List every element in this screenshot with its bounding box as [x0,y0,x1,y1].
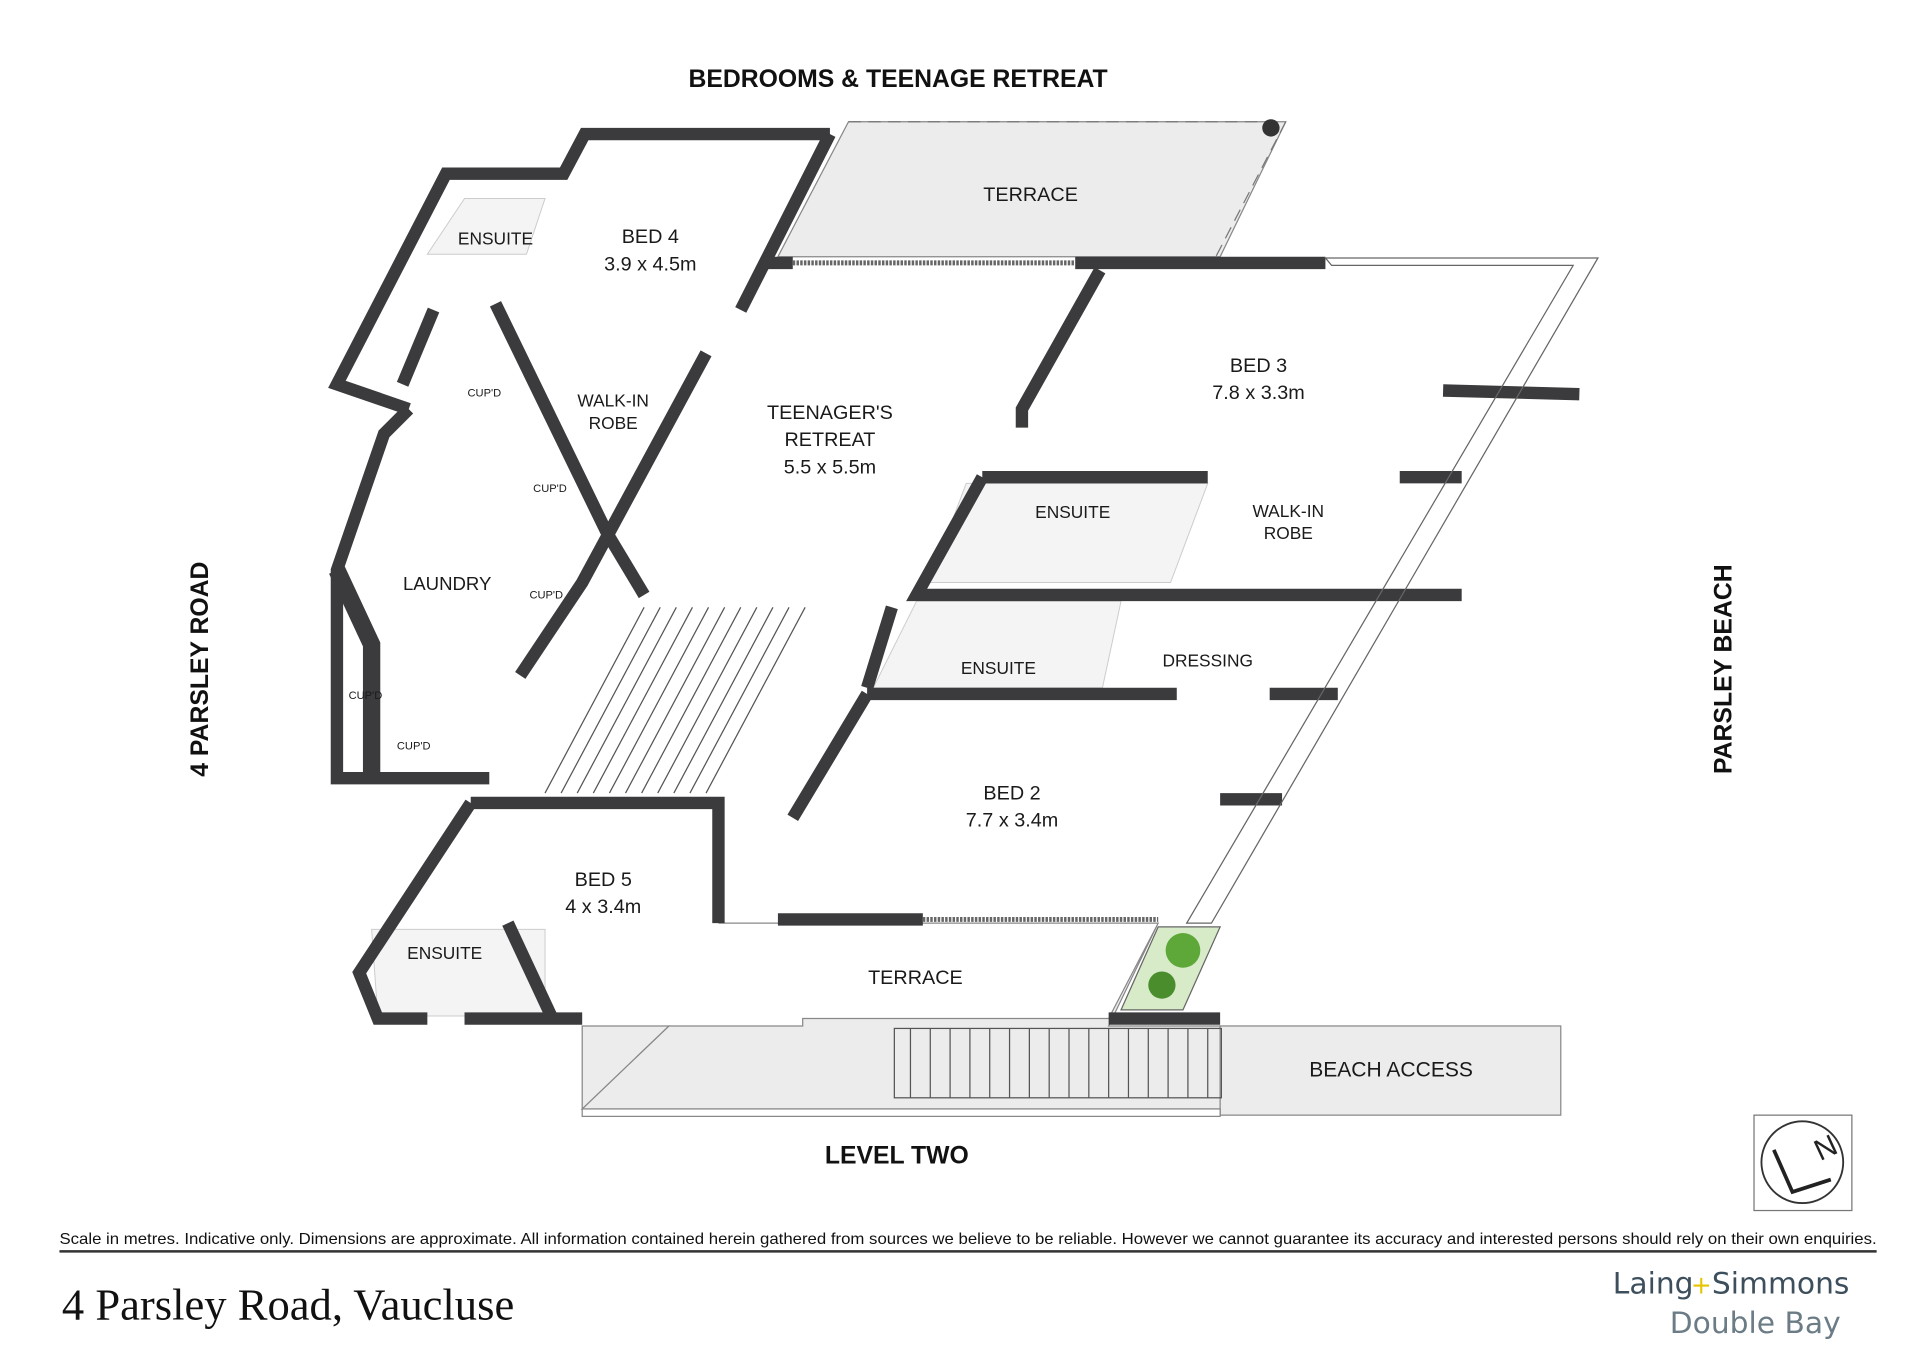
room-cupd-2: CUP'D [533,483,567,495]
room-bed4-size: 3.9 x 4.5m [604,253,696,275]
room-retreat-b: RETREAT [784,429,875,451]
street-right: PARSLEY BEACH [1711,564,1738,774]
stair-tread [689,606,790,794]
room-walkin-robe-2: WALK-IN [1252,501,1324,521]
room-cupd-3: CUP'D [529,590,563,602]
room-ensuite-bed5: ENSUITE [407,943,482,963]
level-label: LEVEL TWO [825,1142,969,1169]
street-left: 4 PARSLEY ROAD [187,562,214,777]
plan-title: BEDROOMS & TEENAGE RETREAT [688,66,1107,93]
room-ensuite-bed2: ENSUITE [961,658,1036,678]
room-walkin-robe-1b: ROBE [589,413,638,433]
agency-logo: Laing + Simmons Double Bay [1613,1267,1850,1342]
stair-tread [576,606,677,794]
room-bed2: BED 2 [983,782,1040,804]
agency-office: Double Bay [1670,1306,1841,1341]
room-bed5: BED 5 [575,869,632,891]
room-bed3: BED 3 [1230,355,1287,377]
walls [328,127,1580,1025]
property-address: 4 Parsley Road, Vaucluse [62,1280,514,1330]
room-bed4: BED 4 [622,226,679,248]
room-ensuite-bed4: ENSUITE [458,228,533,248]
room-cupd-1: CUP'D [468,388,502,400]
stair-tread [673,606,774,794]
room-cupd-4: CUP'D [349,690,383,702]
stair-tread [592,606,693,794]
room-terrace-top: TERRACE [983,184,1078,206]
agency-name-b: Simmons [1712,1267,1850,1302]
room-bed5-size: 4 x 3.4m [565,896,641,918]
svg-text:+: + [1691,1271,1712,1300]
agency-name-a: Laing [1613,1267,1694,1302]
room-retreat: TEENAGER'S [767,402,893,424]
stair-tread [625,606,726,794]
beach-access-area [1219,1025,1562,1116]
room-retreat-size: 5.5 x 5.5m [784,456,876,478]
north-compass-icon: N [1753,1114,1853,1212]
stair-tread [544,606,645,794]
stair-tread [641,606,742,794]
room-bed2-size: 7.7 x 3.4m [966,810,1058,832]
stair-tread [608,606,710,794]
stair-tread [657,606,758,794]
room-walkin-robe-2b: ROBE [1264,523,1313,543]
stairs-bottom [893,1027,1222,1099]
ensuite-bed4-tiles [426,198,546,255]
room-laundry: LAUNDRY [403,573,491,594]
stairs-main [544,606,1209,1098]
room-ensuite-bed3: ENSUITE [1035,502,1110,522]
room-bed3-size: 7.8 x 3.3m [1212,382,1304,404]
stair-tread [705,606,806,794]
disclaimer: Scale in metres. Indicative only. Dimens… [59,1231,1876,1248]
room-cupd-5: CUP'D [397,741,431,753]
stair-tread [560,606,661,794]
room-walkin-robe-1: WALK-IN [577,391,649,411]
room-dressing: DRESSING [1162,651,1253,671]
room-beach-access: BEACH ACCESS [1309,1059,1473,1082]
room-terrace-bottom: TERRACE [868,967,963,989]
